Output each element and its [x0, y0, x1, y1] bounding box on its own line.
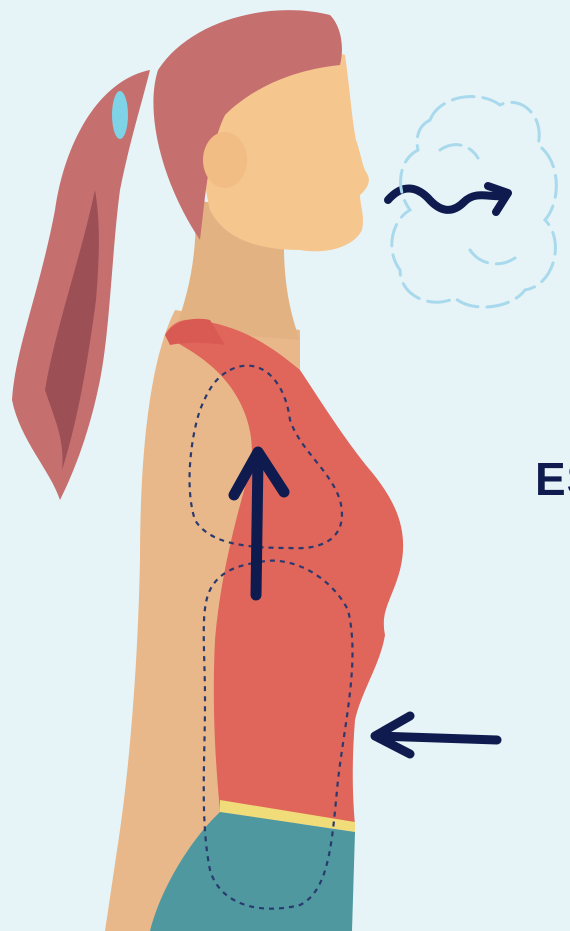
cropped-heading-text: ES: [535, 452, 570, 506]
head: [153, 10, 368, 251]
hair-tie: [112, 91, 128, 139]
breath-cloud-icon: [392, 97, 556, 307]
abdomen-in-arrow-icon: [375, 716, 497, 754]
breath-flow-arrow-icon: [388, 186, 508, 212]
ponytail: [12, 70, 150, 500]
